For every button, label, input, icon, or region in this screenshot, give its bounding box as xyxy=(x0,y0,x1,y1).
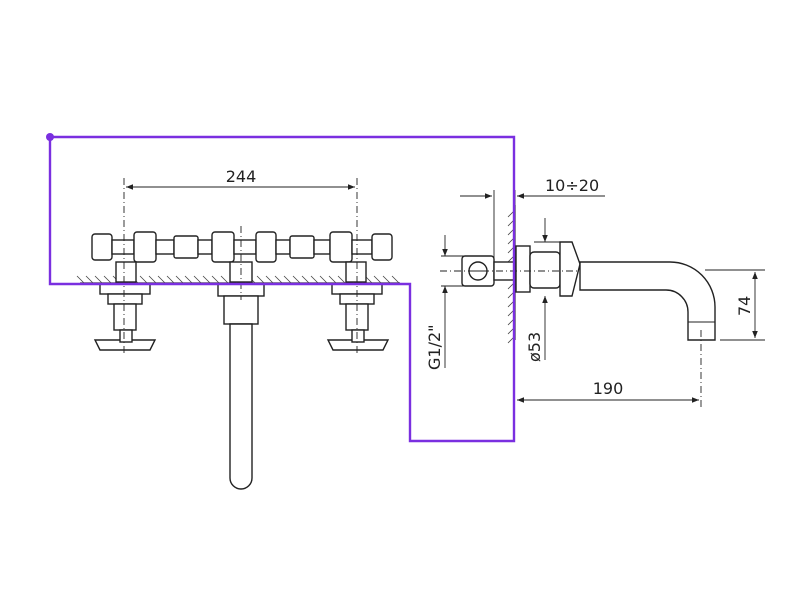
side-spout xyxy=(579,261,716,341)
dimension-flange: ø53 xyxy=(525,218,560,362)
dimension-74: 74 xyxy=(705,269,765,341)
right-handle xyxy=(326,283,390,351)
dimension-flange-label: ø53 xyxy=(525,332,544,362)
left-handle xyxy=(93,283,157,351)
dimension-wall-gap: 10÷20 xyxy=(460,176,605,262)
dimension-wall-gap-label: 10÷20 xyxy=(545,176,599,195)
side-flange xyxy=(515,241,581,297)
dimension-thread-label: G1/2" xyxy=(425,324,444,370)
front-spout xyxy=(217,283,265,490)
dimension-74-label: 74 xyxy=(735,296,754,316)
outline-vertex-handle[interactable] xyxy=(46,133,54,141)
side-view: 10÷20 G1/2" ø53 190 7 xyxy=(425,176,765,410)
front-view: 244 xyxy=(76,167,400,490)
dimension-244-label: 244 xyxy=(226,167,257,186)
valve-body-bar xyxy=(91,231,393,283)
dimension-244: 244 xyxy=(125,167,355,190)
dimension-190-label: 190 xyxy=(593,379,624,398)
dimension-190: 190 xyxy=(517,379,699,403)
dimension-thread: G1/2" xyxy=(425,235,470,370)
selection-outline xyxy=(46,133,516,443)
